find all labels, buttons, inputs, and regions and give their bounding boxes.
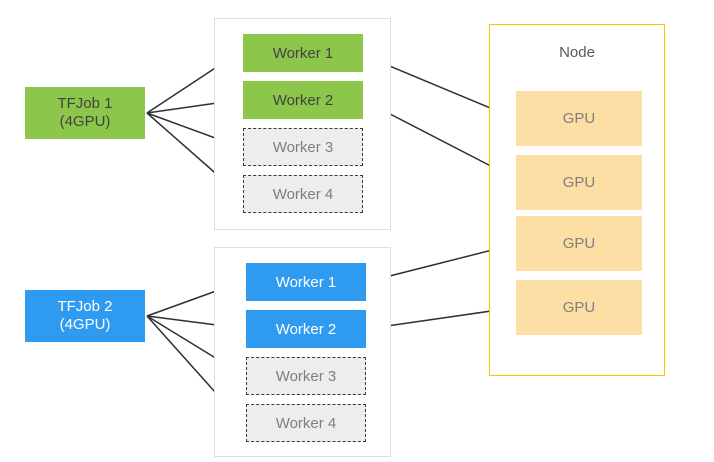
tfjob-1-spec: (4GPU) [59,113,111,130]
group1-worker-1: Worker 1 [243,34,363,72]
group2-worker-4: Worker 4 [246,404,366,442]
tfjob-2-box: TFJob 2 (4GPU) [25,290,145,342]
group2-worker-3: Worker 3 [246,357,366,395]
tfjob-1-box: TFJob 1 (4GPU) [25,87,145,139]
gpu-2: GPU [516,155,642,210]
gpu-4: GPU [516,280,642,335]
node-title: Node [559,44,595,61]
group2-worker-1: Worker 1 [246,263,366,301]
group1-worker-4: Worker 4 [243,175,363,213]
group2-worker-2: Worker 2 [246,310,366,348]
tfjob-2-name: TFJob 2 [57,298,113,315]
group1-worker-3: Worker 3 [243,128,363,166]
tfjob-2-spec: (4GPU) [59,316,111,333]
tfjob-1-name: TFJob 1 [57,95,113,112]
gpu-1: GPU [516,91,642,146]
group1-worker-2: Worker 2 [243,81,363,119]
gpu-3: GPU [516,216,642,271]
